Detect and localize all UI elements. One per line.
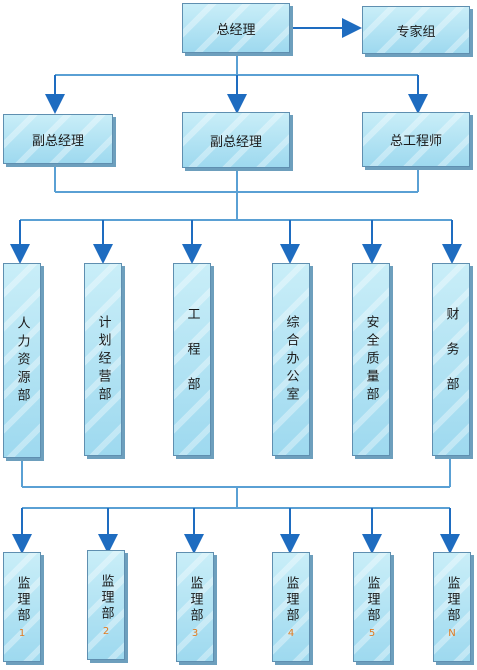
department-label: 工程部 — [184, 307, 200, 412]
department-label: 财务部 — [443, 307, 459, 412]
expert-group-box: 专家组 — [362, 6, 470, 54]
supervision-dept-n: 监理部 N — [433, 552, 471, 662]
supervision-number: 2 — [102, 625, 110, 637]
supervision-dept-2: 监理部 2 — [87, 550, 125, 660]
deputy-gm-left-label: 副总经理 — [31, 133, 84, 149]
supervision-dept-5: 监理部 5 — [353, 552, 391, 662]
chief-engineer-label: 总工程师 — [389, 134, 442, 149]
supervision-number: 1 — [18, 627, 26, 639]
supervision-label: 监理部 — [283, 575, 299, 624]
supervision-dept-3: 监理部 3 — [176, 552, 214, 662]
supervision-label: 监理部 — [364, 575, 380, 624]
supervision-label: 监理部 — [14, 575, 30, 624]
supervision-number: N — [448, 627, 456, 639]
department-label: 计划经营部 — [95, 314, 111, 405]
supervision-label: 监理部 — [98, 573, 114, 622]
general-manager-box: 总经理 — [182, 3, 290, 53]
supervision-dept-4: 监理部 4 — [272, 552, 310, 662]
supervision-label: 监理部 — [187, 575, 203, 624]
department-engineering: 工程部 — [173, 263, 211, 456]
department-label: 综合办公室 — [283, 314, 299, 405]
deputy-gm-left-box: 副总经理 — [3, 114, 113, 164]
supervision-number: 5 — [368, 627, 376, 639]
deputy-gm-center-label: 副总经理 — [209, 134, 262, 150]
department-finance: 财务部 — [432, 263, 470, 456]
department-safety-quality: 安全质量部 — [352, 263, 390, 456]
department-label: 安全质量部 — [363, 314, 379, 405]
department-label: 人力资源部 — [14, 315, 30, 406]
supervision-number: 4 — [287, 627, 295, 639]
deputy-gm-center-box: 副总经理 — [182, 112, 290, 168]
department-planning: 计划经营部 — [84, 263, 122, 456]
general-manager-label: 总经理 — [216, 22, 256, 38]
supervision-label: 监理部 — [444, 575, 460, 624]
expert-group-label: 专家组 — [396, 24, 436, 40]
supervision-dept-1: 监理部 1 — [3, 552, 41, 662]
department-office: 综合办公室 — [272, 263, 310, 456]
chief-engineer-box: 总工程师 — [362, 112, 470, 167]
supervision-number: 3 — [191, 627, 199, 639]
department-hr: 人力资源部 — [3, 263, 41, 458]
